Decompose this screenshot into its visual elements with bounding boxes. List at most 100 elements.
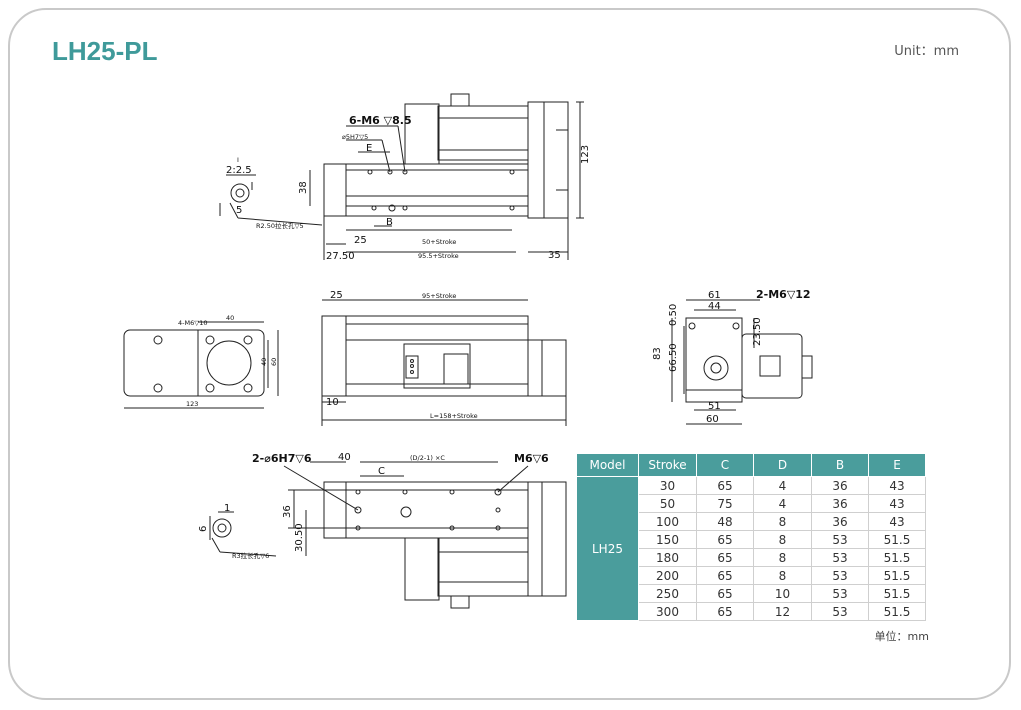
table-cell: 43 xyxy=(868,476,926,495)
end-view-labels: 61 44 2-M6▽12 0.50 83 66.50 23.50 51 60 xyxy=(652,288,811,425)
table-row: 150 65 8 53 51.5 xyxy=(577,530,926,549)
detail-5: 5 xyxy=(236,205,242,216)
table-cell: 65 xyxy=(696,548,754,567)
end-dim-23-50: 23.50 xyxy=(752,317,763,346)
table-cell: 100 xyxy=(638,512,697,531)
end-view xyxy=(671,299,813,425)
end-dim-61: 61 xyxy=(708,290,721,301)
table-cell: 8 xyxy=(753,566,812,585)
table-cell: 65 xyxy=(696,566,754,585)
end-dim-66-50: 66.50 xyxy=(668,343,679,372)
table-cell: 53 xyxy=(811,530,869,549)
table-cell: 4 xyxy=(753,476,812,495)
table-row: 300 65 12 53 51.5 xyxy=(577,602,926,621)
bottom-dim-c: C xyxy=(378,466,385,477)
table-cell: 65 xyxy=(696,476,754,495)
model-cell: LH25 xyxy=(576,476,639,621)
dim-95-5-stroke: 95.5+Stroke xyxy=(418,252,459,260)
side-tap-label: 6-M6 ▽8.5 xyxy=(349,114,412,127)
header-stroke: Stroke xyxy=(638,453,697,477)
bottom-pin-label: 2-⌀6H7▽6 xyxy=(252,452,312,465)
flange-dim-123: 123 xyxy=(186,400,198,408)
top-view-labels: 25 95+Stroke 10 L=158+Stroke xyxy=(326,290,478,420)
table-cell: 50 xyxy=(638,494,697,513)
table-cell: 53 xyxy=(811,584,869,603)
table-cell: 8 xyxy=(753,512,812,531)
bottom-dim-30-50: 30.50 xyxy=(294,523,305,552)
table-cell: 53 xyxy=(811,566,869,585)
table-row: 50 75 4 36 43 xyxy=(577,494,926,513)
top-dim-length: L=158+Stroke xyxy=(430,412,478,420)
table-cell: 36 xyxy=(811,476,869,495)
table-unit-label: 单位：mm xyxy=(874,630,929,643)
table-row: 180 65 8 53 51.5 xyxy=(577,548,926,567)
unit-label: Unit：mm xyxy=(894,44,959,59)
table-cell: 150 xyxy=(638,530,697,549)
table-row: LH25 30 65 4 36 43 xyxy=(576,476,926,621)
dim-e: E xyxy=(366,143,372,154)
header-model: Model xyxy=(576,453,639,477)
dim-25: 25 xyxy=(354,235,367,246)
spec-table-header: Model Stroke C D B E xyxy=(576,453,926,477)
top-dim-25: 25 xyxy=(330,290,343,301)
table-cell: 8 xyxy=(753,530,812,549)
dim-38: 38 xyxy=(298,181,309,194)
detail-scale: 2:2.5 xyxy=(226,165,252,176)
table-row: 100 48 8 36 43 xyxy=(577,512,926,531)
flange-dim-40: 40 xyxy=(226,314,234,322)
end-dim-51: 51 xyxy=(708,401,721,412)
end-dim-83: 83 xyxy=(652,347,663,360)
table-cell: 43 xyxy=(868,512,926,531)
bottom-view-labels: 2-⌀6H7▽6 40 C (D/2-1) ×C M6▽6 36 30.50 1… xyxy=(198,452,549,560)
table-cell: 180 xyxy=(638,548,697,567)
table-cell: 51.5 xyxy=(868,602,926,621)
flange-view-labels: 4-M6▽10 40 123 40 60 xyxy=(178,314,278,408)
table-cell: 48 xyxy=(696,512,754,531)
table-cell: 75 xyxy=(696,494,754,513)
dim-b: B xyxy=(386,217,393,228)
bottom-dim-pitch: (D/2-1) ×C xyxy=(410,454,445,462)
bottom-detail-slot: R3拉长孔▽6 xyxy=(232,551,269,560)
table-cell: 200 xyxy=(638,566,697,585)
bottom-dim-40: 40 xyxy=(338,452,351,463)
header-c: C xyxy=(696,453,754,477)
table-cell: 53 xyxy=(811,602,869,621)
top-dim-10: 10 xyxy=(326,397,339,408)
end-dim-60: 60 xyxy=(706,414,719,425)
side-view xyxy=(219,93,584,260)
table-cell: 30 xyxy=(638,476,697,495)
table-row: 250 65 10 53 51.5 xyxy=(577,584,926,603)
bottom-detail-1: 1 xyxy=(224,503,230,514)
table-cell: 65 xyxy=(696,602,754,621)
table-cell: 65 xyxy=(696,584,754,603)
detail-i-label: I xyxy=(237,156,239,164)
page-title: LH25-PL xyxy=(52,36,158,66)
flange-view xyxy=(123,321,279,409)
header-d: D xyxy=(753,453,812,477)
dim-35: 35 xyxy=(548,250,561,261)
table-cell: 4 xyxy=(753,494,812,513)
flange-dim-40-v: 40 xyxy=(260,358,268,366)
table-cell: 8 xyxy=(753,548,812,567)
top-view xyxy=(321,299,567,426)
end-tap-label: 2-M6▽12 xyxy=(756,288,811,301)
end-dim-44: 44 xyxy=(708,301,721,312)
table-cell: 65 xyxy=(696,530,754,549)
spec-table: Model Stroke C D B E LH25 30 65 4 36 43 … xyxy=(576,453,926,621)
table-cell: 12 xyxy=(753,602,812,621)
flange-hole-label: 4-M6▽10 xyxy=(178,319,208,327)
table-row: 200 65 8 53 51.5 xyxy=(577,566,926,585)
bottom-dim-36: 36 xyxy=(282,505,293,518)
flange-dim-60-v: 60 xyxy=(270,358,278,366)
dim-27-50: 27.50 xyxy=(326,251,355,262)
bottom-tap-label: M6▽6 xyxy=(514,452,549,465)
table-cell: 53 xyxy=(811,548,869,567)
side-view-labels: 6-M6 ▽8.5 ⌀5H7▽5 E B 123 38 25 50+Stroke… xyxy=(226,114,591,262)
table-cell: 300 xyxy=(638,602,697,621)
side-pin-label: ⌀5H7▽5 xyxy=(342,133,368,141)
bottom-view xyxy=(209,461,567,609)
dim-50-stroke: 50+Stroke xyxy=(422,238,456,246)
table-cell: 36 xyxy=(811,494,869,513)
table-cell: 51.5 xyxy=(868,584,926,603)
